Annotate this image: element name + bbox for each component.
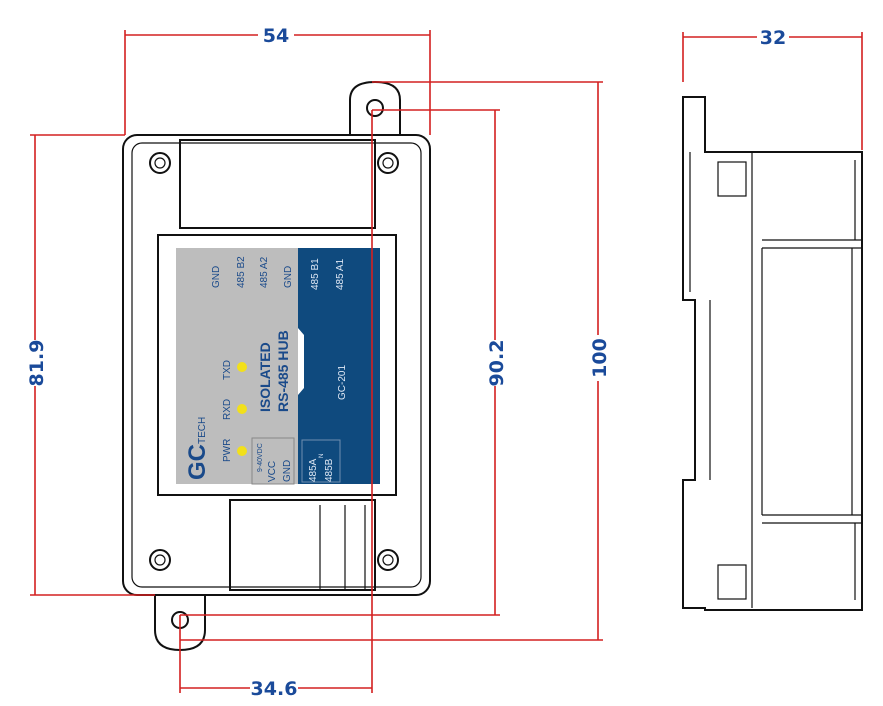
top-mounting-ear <box>349 80 401 135</box>
power-terminal-label: GND <box>282 460 293 482</box>
bottom-terminal-window <box>229 499 376 591</box>
terminal-label: 485 B1 <box>310 258 321 290</box>
dim-width: 54 <box>263 25 289 47</box>
terminal-label: GND <box>283 266 294 288</box>
dimension-lines <box>30 30 863 693</box>
housing-outer <box>122 134 431 596</box>
side-view <box>682 96 863 611</box>
dim-height-total: 100 <box>589 338 611 378</box>
terminal-label: 485 B2 <box>236 256 247 288</box>
label-text: GND 485 B2 485 A2 GND 485 B1 485 A1 ISOL… <box>184 256 348 485</box>
terminal-label: 485 A2 <box>259 256 270 288</box>
title-line2: RS-485 HUB <box>275 330 291 412</box>
front-view: GND 485 B2 485 A2 GND 485 B1 485 A1 ISOL… <box>122 80 431 652</box>
top-mounting-hole <box>366 99 384 117</box>
bus-terminal-label: 485B <box>324 458 335 482</box>
dimension-values: 54 81.9 90.2 100 34.6 32 <box>24 24 789 700</box>
housing-inner <box>131 142 422 588</box>
bus-mark: N <box>319 454 325 458</box>
led-label-pwr: PWR <box>222 439 233 462</box>
terminal-label: GND <box>211 266 222 288</box>
screws <box>149 152 399 571</box>
title-line1: ISOLATED <box>257 342 273 412</box>
dim-height-body: 81.9 <box>26 340 48 387</box>
svg-text:GC: GC <box>184 444 211 480</box>
power-terminal-label: VCC <box>267 461 278 482</box>
terminal-label: 485 A1 <box>335 258 346 290</box>
led-pwr <box>237 446 247 456</box>
label-gray-area <box>176 248 298 484</box>
model-label: GC-201 <box>337 365 348 400</box>
power-spec: 9-40VDC <box>257 443 264 472</box>
gctech-logo: GC TECH <box>184 417 211 480</box>
led-label-txd: TXD <box>222 360 233 380</box>
label-blue-area <box>298 248 380 484</box>
dim-hole-spacing: 34.6 <box>251 678 298 700</box>
led-label-rxd: RXD <box>222 399 233 420</box>
bus-terminal-label: 485A <box>308 458 319 482</box>
led-txd <box>237 362 247 372</box>
dim-depth: 32 <box>760 27 786 49</box>
dim-height-holes: 90.2 <box>486 340 508 387</box>
svg-text:TECH: TECH <box>197 417 208 444</box>
top-terminal-window <box>179 139 376 229</box>
led-rxd <box>237 404 247 414</box>
